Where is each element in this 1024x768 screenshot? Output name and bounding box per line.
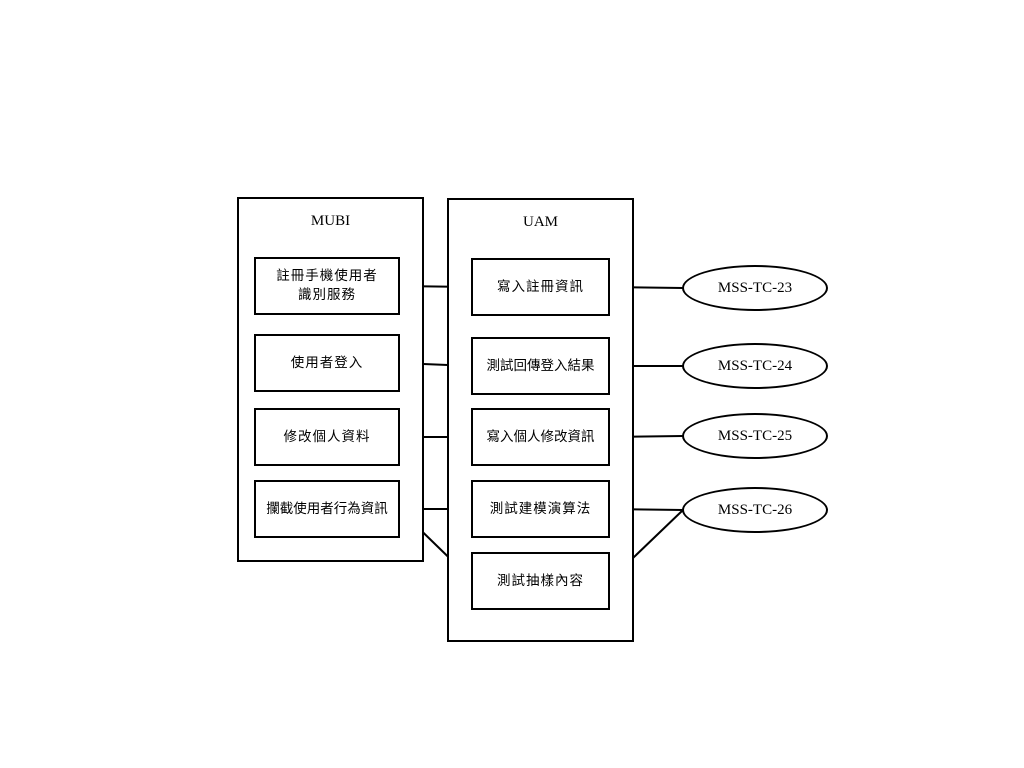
testcase-mss-tc-24[interactable]: MSS-TC-24 xyxy=(682,343,828,389)
mubi-intercept-behavior-box[interactable]: 攔截使用者行為資訊 xyxy=(254,480,400,538)
mubi-edit-profile-box[interactable]: 修改個人資料 xyxy=(254,408,400,466)
uam-write-profile-edit-box[interactable]: 寫入個人修改資訊 xyxy=(471,408,610,466)
testcase-mss-tc-23[interactable]: MSS-TC-23 xyxy=(682,265,828,311)
uam-test-modeling-algorithm-box[interactable]: 測試建模演算法 xyxy=(471,480,610,538)
mubi-user-login-box[interactable]: 使用者登入 xyxy=(254,334,400,392)
uam-test-login-result-box[interactable]: 測試回傳登入結果 xyxy=(471,337,610,395)
uam-test-sampling-content-box[interactable]: 測試抽樣內容 xyxy=(471,552,610,610)
testcase-mss-tc-26[interactable]: MSS-TC-26 xyxy=(682,487,828,533)
uam-title: UAM xyxy=(522,214,558,230)
uam-write-registration-box[interactable]: 寫入註冊資訊 xyxy=(471,258,610,316)
mubi-title: MUBI xyxy=(310,213,351,229)
mubi-register-service-box[interactable]: 註冊手機使用者 識別服務 xyxy=(254,257,400,315)
testcase-mss-tc-25[interactable]: MSS-TC-25 xyxy=(682,413,828,459)
